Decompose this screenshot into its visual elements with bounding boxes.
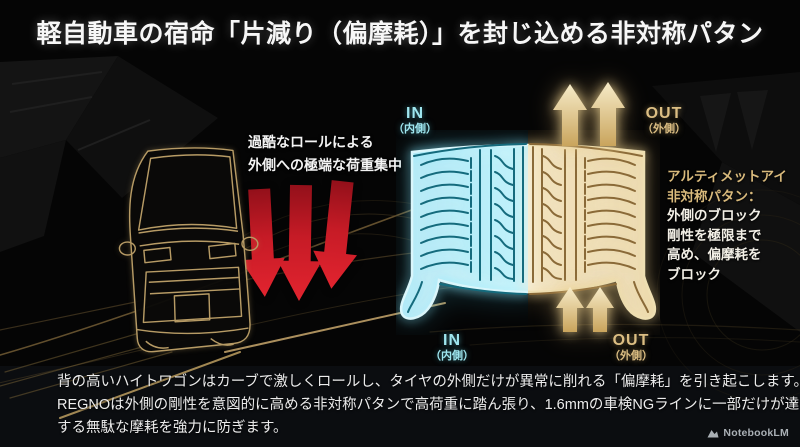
feature-body-line4: ブロック (667, 266, 721, 282)
out-label: OUT (612, 332, 650, 349)
in-sublabel: （内側） (393, 123, 437, 136)
in-sublabel: （内側） (430, 350, 474, 363)
label-in-top: IN （内側） (380, 105, 450, 136)
label-in-bottom: IN （内側） (417, 332, 487, 363)
feature-body-line2: 剛性を極限まで (667, 227, 762, 243)
tire-outer-half (528, 143, 657, 320)
feature-callout: アルティメットアイ 非対称パタン： 外側のブロック 剛性を極限まで 高め、偏摩耗… (667, 167, 800, 284)
in-label: IN (443, 332, 461, 349)
down-arrow-icon (240, 180, 357, 301)
watermark: NotebookLM (707, 427, 789, 439)
rigidity-arrows-top (553, 82, 625, 146)
out-sublabel: （外側） (609, 350, 653, 363)
in-label: IN (406, 105, 424, 122)
feature-heading-line1: アルティメットアイ (667, 169, 787, 184)
out-sublabel: （外側） (642, 123, 686, 136)
footer-strip (0, 366, 800, 447)
tire-body (401, 145, 655, 319)
label-out-bottom: OUT （外側） (596, 332, 666, 363)
footer-line3: する無駄な摩耗を強力に防ぎます。 (57, 420, 288, 436)
page-title: 軽自動車の宿命「片減り（偏摩耗）」を封じ込める非対称パタン (36, 21, 764, 48)
watermark-label: NotebookLM (723, 427, 789, 439)
feature-body-line1: 外側のブロック (667, 208, 762, 223)
up-arrow-icon (556, 287, 614, 332)
label-out-top: OUT （外側） (629, 105, 699, 136)
notebooklm-icon (707, 429, 719, 437)
roll-callout: 過酷なロールによる 外側への極端な荷重集中 (248, 131, 418, 177)
acoustic-foam-right (652, 72, 800, 332)
up-arrow-icon (553, 82, 625, 146)
load-arrows (240, 180, 357, 301)
arc-pattern (656, 189, 800, 401)
rigidity-arrows-bottom (556, 287, 614, 332)
footer-line2: REGNOは外側の剛性を意図的に高める非対称パタンで高荷重に踏ん張り、1.6mm… (57, 397, 800, 413)
roll-callout-line2: 外側への極端な荷重集中 (248, 157, 402, 173)
feature-heading-line2: 非対称パタン： (667, 188, 762, 204)
tire-inner-half (399, 143, 528, 320)
feature-body-line3: 高め、偏摩耗を (667, 247, 762, 262)
acoustic-foam-left (0, 56, 218, 252)
out-label: OUT (645, 105, 683, 122)
roll-callout-line1: 過酷なロールによる (248, 134, 374, 150)
footer-paragraph: 背の高いハイトワゴンはカーブで激しくロールし、タイヤの外側だけが異常に削れる「偏… (57, 371, 800, 440)
footer-line1: 背の高いハイトワゴンはカーブで激しくロールし、タイヤの外側だけが異常に削れる「偏… (57, 374, 800, 390)
kei-car-illustration (118, 147, 259, 353)
tire-tread-illustration (399, 143, 657, 320)
